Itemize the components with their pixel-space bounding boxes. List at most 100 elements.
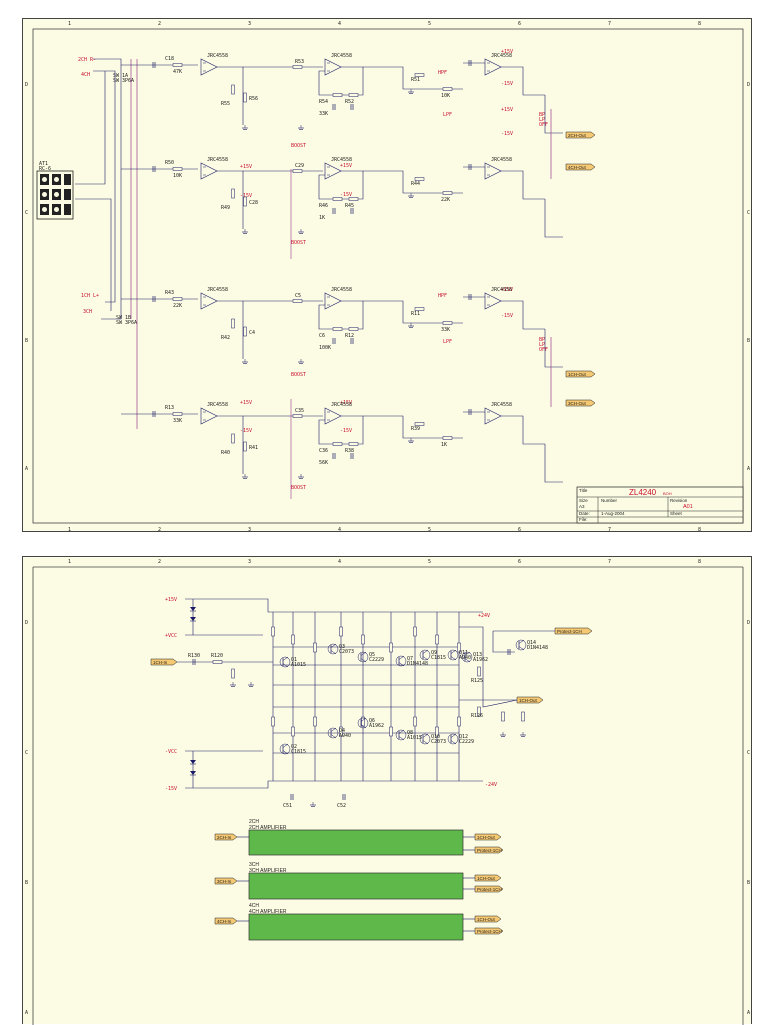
title-block: Title ZL4240 BOH Size A3 Number Revision… [576,486,744,524]
row-letter: C [25,750,28,756]
resistor-symbol [414,177,425,181]
component-ref: C18 [165,56,174,62]
col-number: 2 [158,559,161,565]
component-value: 1K [319,215,325,221]
col-number: 7 [608,559,611,565]
transistor-symbol [279,743,291,755]
resistor-symbol [348,327,359,331]
transistor-symbol [395,729,407,741]
component-ref: R53 [295,59,304,65]
rail-label: +24V [478,613,490,619]
resistor-symbol [231,318,235,329]
amplifier-block-4ch: 4CH 4CH AMPLIFIER 4CH-In 1CH-Out Protect… [214,903,504,941]
resistor-symbol [243,326,247,337]
transistor-collector [518,639,525,644]
component-ref: R11 [411,311,420,317]
switch-sw1a-label: SW 1A [113,73,128,79]
resistor-symbol [231,668,235,679]
transistor-symbol [419,733,431,745]
drawing-title: ZL4240 [629,488,657,497]
resistor-symbol [477,666,481,677]
off-label: OFF [539,122,548,128]
transistor-ref: Q4 [339,728,345,734]
resistor-symbol [291,634,295,645]
transistor-ref: Q6 [369,718,375,724]
supply-neg: -15V [501,131,513,137]
svg-text:2CH AMPLIFIER: 2CH AMPLIFIER [249,825,287,831]
opamp-symbol [484,162,502,180]
title-label: Title [579,488,588,493]
resistor-symbol [442,191,453,195]
resistor-symbol [292,299,303,303]
transistor-emitter [282,750,289,755]
svg-text:1CH-Out: 1CH-Out [477,876,496,881]
rail-label: -15V [165,786,177,792]
diode-symbol [190,607,196,611]
wire-segment [185,598,483,613]
component-ref: R13 [165,405,174,411]
component-ref: C36 [319,448,328,454]
component-ref: R44 [411,181,420,187]
transistor-symbol [327,643,339,655]
svg-text:3CH-Out: 3CH-Out [568,401,587,406]
supply-pos: +15V [340,400,352,406]
resistor-symbol [292,169,303,173]
resistor-symbol [477,706,481,717]
transistor-part: D1N4148 [527,645,548,651]
wire-segment [492,631,515,653]
wire-segment [544,444,563,483]
component-ref: R120 [211,653,223,659]
revision-label: Revision [670,498,688,503]
drawing-title-suffix: BOH [663,491,672,496]
transistor-collector [422,733,429,738]
transistor-collector [360,717,367,722]
resistor-symbol [271,716,275,727]
col-number: 4 [338,21,341,27]
wire-segment [501,300,545,330]
transistor-ref: Q1 [291,657,297,663]
resistor-symbol [292,414,303,418]
component-ref: C29 [295,163,304,169]
supply-pos: +15V [240,400,252,406]
schematic-2-canvas: 1 2 3 4 5 6 7 8 D C B A D C B A +15V +VC… [25,559,750,1025]
resistor-symbol [442,321,453,325]
transistor-collector [398,729,405,734]
component-ref: R40 [221,450,230,456]
resistor-symbol [457,642,461,653]
transistor-emitter [518,646,525,651]
hpf-label: HPF [438,293,447,299]
input-tag: 1CH-In [150,658,178,666]
component-ref: R130 [188,653,200,659]
transistor-symbol [447,733,459,745]
diode-symbol [190,760,196,764]
component-ref: C52 [337,803,346,809]
input-label-2ch: 2CH R- [78,57,96,63]
component-value: 100K [319,345,331,351]
transistor-part: C2073 [431,739,446,745]
rail-label: -VCC [165,749,177,755]
output-tag: 1CH-Out [565,370,596,378]
transistor-part: C2229 [459,739,474,745]
resistor-symbol [292,65,303,69]
opamp-symbol [484,58,502,76]
schematic-1-canvas: 1 2 3 4 5 6 7 8 1 2 3 4 5 6 7 8 D C B A … [25,21,750,533]
col-number: 6 [518,527,521,533]
resistor-symbol [243,92,247,103]
boost-label: BOOST [291,240,306,246]
date-value: 1-Aug-2004 [601,511,625,516]
col-number: 5 [428,21,431,27]
wire-segment [217,300,244,359]
col-number: 5 [428,559,431,565]
svg-text:4CH: 4CH [249,903,259,909]
size-value: A3 [579,504,585,509]
supply-pos: +15V [501,287,513,293]
row-letter: D [747,82,750,88]
transistor-collector [450,649,457,654]
supply-neg: -15V [340,428,352,434]
transistor-part: A1962 [473,657,488,663]
component-ref: R39 [411,426,420,432]
component-ref: R45 [345,203,354,209]
ic-label: JRC4558 [207,402,228,408]
resistor-symbol [414,422,425,426]
